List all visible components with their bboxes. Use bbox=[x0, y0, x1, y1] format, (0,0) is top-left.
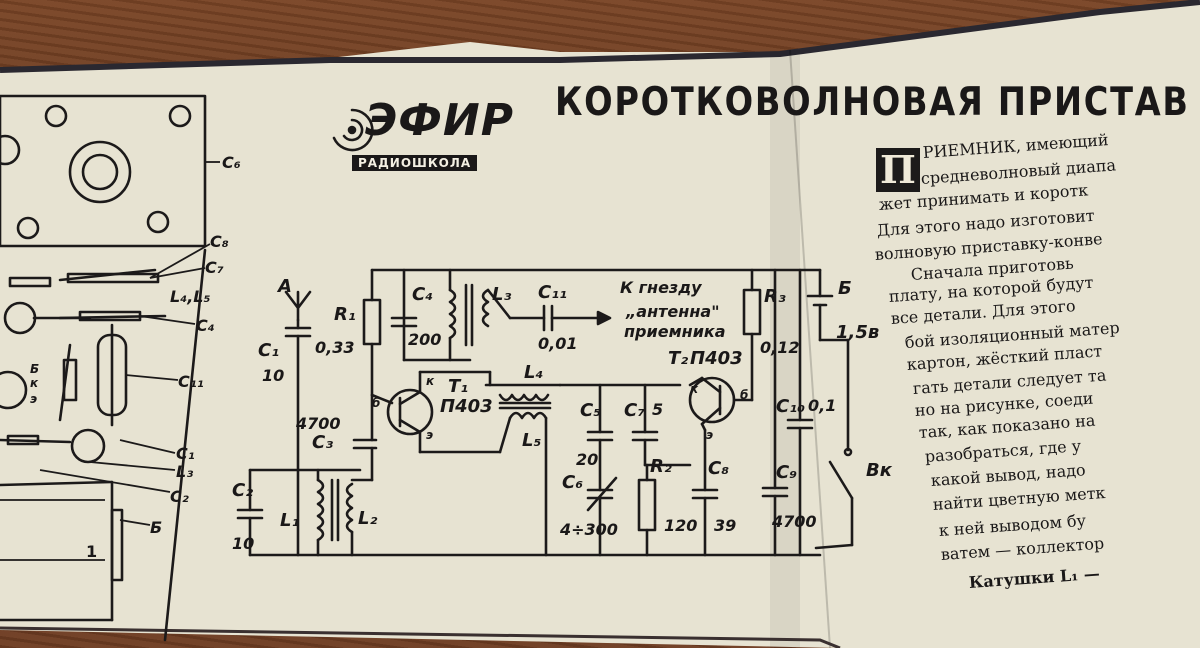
layout-label-c8: C₈ bbox=[210, 232, 229, 251]
layout-label-c6: C₆ bbox=[222, 153, 241, 172]
layout-label-e: э bbox=[30, 392, 38, 406]
label-t2: T₂ bbox=[668, 348, 689, 369]
drop-cap: П bbox=[876, 148, 920, 192]
layout-label-l45: L₄,L₅ bbox=[170, 287, 211, 306]
label-c3-value: 4700 bbox=[296, 414, 341, 433]
label-l4: L₄ bbox=[524, 362, 544, 383]
pin-k2: к bbox=[690, 382, 699, 396]
layout-label-c4: C₄ bbox=[196, 316, 215, 335]
label-antenna: А bbox=[278, 276, 292, 297]
note-line-2: „антенна" bbox=[626, 302, 720, 321]
layout-label-c1: C₁ bbox=[176, 444, 195, 463]
pin-e2: э bbox=[706, 428, 714, 442]
pin-b1: б bbox=[372, 396, 381, 410]
label-c1: C₁ bbox=[258, 340, 280, 361]
label-c8-value: 39 bbox=[714, 516, 737, 535]
label-r3-value: 0,12 bbox=[760, 338, 800, 357]
label-c5: C₅ bbox=[580, 400, 602, 421]
label-r2-value: 120 bbox=[664, 516, 698, 535]
layout-label-l3: L₃ bbox=[176, 462, 194, 481]
logo-subtitle: РАДИОШКОЛА bbox=[352, 155, 478, 171]
note-line-1: К гнезду bbox=[620, 278, 702, 297]
label-c4: C₄ bbox=[412, 284, 434, 305]
pin-k1: к bbox=[426, 374, 435, 388]
label-battery: Б bbox=[838, 278, 852, 299]
component-layout-drawing bbox=[0, 94, 220, 642]
label-c7: C₇ bbox=[624, 400, 646, 421]
radio-wave-icon bbox=[332, 108, 374, 152]
logo-efir: ЭФИР bbox=[365, 95, 514, 146]
layout-label-k: к bbox=[30, 376, 39, 390]
label-r1-value: 0,33 bbox=[315, 338, 355, 357]
label-l3: L₃ bbox=[492, 284, 512, 305]
label-switch: Вк bbox=[866, 460, 892, 481]
label-c10: C₁₀ bbox=[776, 396, 805, 417]
label-c10-value: 0,1 bbox=[808, 396, 837, 415]
pin-b2: б bbox=[740, 388, 749, 402]
layout-label-c11: C₁₁ bbox=[178, 372, 204, 391]
label-t1-type: П403 bbox=[440, 396, 493, 417]
label-c4-value: 200 bbox=[408, 330, 442, 349]
label-r1: R₁ bbox=[334, 304, 356, 325]
article-title: КОРОТКОВОЛНОВАЯ ПРИСТАВ bbox=[555, 80, 1190, 125]
label-c9-value: 4700 bbox=[772, 512, 817, 531]
label-c2: C₂ bbox=[232, 480, 254, 501]
layout-label-c7: C₇ bbox=[205, 258, 224, 277]
label-c11-value: 0,01 bbox=[538, 334, 578, 353]
label-l5: L₅ bbox=[522, 430, 542, 451]
label-c2-value: 10 bbox=[232, 534, 255, 553]
label-r2: R₂ bbox=[650, 456, 672, 477]
pin-e1: э bbox=[426, 428, 434, 442]
label-c1-value: 10 bbox=[262, 366, 285, 385]
label-r3: R₃ bbox=[764, 286, 786, 307]
article-line: Катушки L₁ — bbox=[968, 563, 1101, 592]
label-t2-type: П403 bbox=[690, 348, 743, 369]
note-line-3: приемника bbox=[624, 322, 726, 341]
layout-label-c2: C₂ bbox=[170, 487, 189, 506]
label-c3: C₃ bbox=[312, 432, 334, 453]
label-c9: C₉ bbox=[776, 462, 798, 483]
label-c6: C₆ bbox=[562, 472, 584, 493]
label-c8: C₈ bbox=[708, 458, 730, 479]
layout-label-one: 1 bbox=[86, 542, 98, 561]
label-c7-value: 5 bbox=[652, 400, 664, 419]
label-c5-value: 20 bbox=[576, 450, 599, 469]
label-l1: L₁ bbox=[280, 510, 300, 531]
label-c11: C₁₁ bbox=[538, 282, 567, 303]
label-l2: L₂ bbox=[358, 508, 378, 529]
layout-label-b: Б bbox=[30, 362, 40, 376]
label-t1: T₁ bbox=[448, 376, 469, 397]
label-battery-value: 1,5в bbox=[836, 322, 880, 343]
label-c6-value: 4÷300 bbox=[560, 520, 618, 539]
layout-label-b2: Б bbox=[150, 518, 163, 537]
